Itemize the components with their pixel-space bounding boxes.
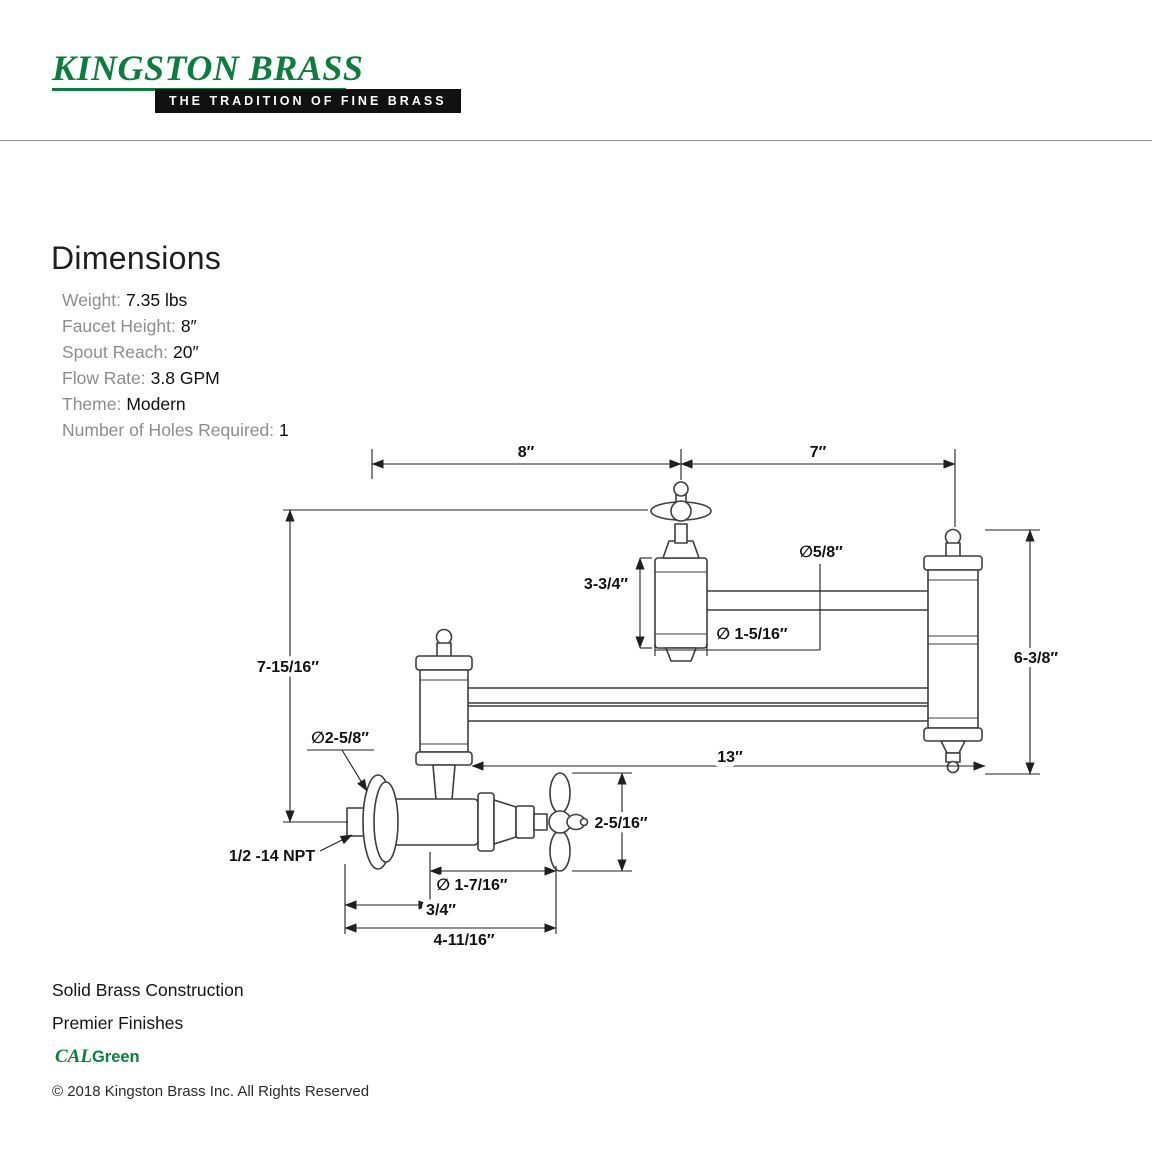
left-swing-joint: [415, 628, 473, 801]
dim-label-2-5-8in: ∅2-5/8″: [311, 730, 369, 747]
spec-row-holes: Number of Holes Required:1: [62, 417, 289, 443]
dim-label-1-7-16in: ∅ 1-7/16″: [436, 877, 508, 894]
spec-row-theme: Theme:Modern: [62, 391, 289, 417]
calgreen-green: Green: [91, 1048, 140, 1066]
lower-spout-pipe-bottom: [443, 705, 945, 722]
spec-value: 1: [279, 420, 289, 440]
dim-label-7in: 7″: [810, 444, 827, 461]
dim-label-3-4in: 3/4″: [426, 902, 456, 919]
page-title: Dimensions: [51, 240, 222, 276]
feature-premier-finishes: Premier Finishes: [52, 1013, 184, 1033]
dim-label-7-15-16in: 7-15/16″: [257, 659, 319, 676]
spec-row-faucet-height: Faucet Height:8″: [62, 313, 289, 339]
spec-label: Faucet Height:: [62, 316, 176, 336]
dim-label-8in: 8″: [518, 444, 535, 461]
upper-valve-body: [650, 481, 712, 662]
spec-label: Spout Reach:: [62, 342, 169, 362]
spec-value: 8″: [180, 316, 197, 336]
dimension-labels: 8″ 7″ ∅5/8″ 3-3/4″ ∅ 1-5/16″ 6-3/8″ 7-15…: [224, 440, 1063, 954]
spec-row-flow-rate: Flow Rate:3.8 GPM: [62, 365, 289, 391]
calgreen-cal: CAL: [55, 1046, 92, 1067]
spec-label: Weight:: [62, 290, 122, 310]
header-divider: [0, 140, 1152, 141]
cross-handle-top: [650, 481, 712, 522]
copyright-text: © 2018 Kingston Brass Inc. All Rights Re…: [52, 1083, 370, 1100]
calgreen-badge: CALGreen: [55, 1046, 140, 1068]
feature-solid-brass: Solid Brass Construction: [52, 980, 244, 1000]
dim-label-4-11-16in: 4-11/16″: [433, 932, 494, 949]
faucet-drawing: [346, 481, 983, 872]
dim-label-npt: 1/2 -14 NPT: [229, 848, 315, 865]
cross-handle-side: [548, 772, 589, 872]
dimension-lines: [283, 449, 1040, 934]
dim-label-1-5-16in: ∅ 1-5/16″: [716, 626, 788, 643]
spec-row-spout-reach: Spout Reach:20″: [62, 339, 289, 365]
brand-logo: KINGSTON BRASS: [52, 48, 364, 88]
spec-value: 7.35 lbs: [126, 290, 188, 310]
wall-mount-valve: [346, 772, 589, 872]
spec-value: 20″: [173, 342, 199, 362]
spec-label: Number of Holes Required:: [62, 420, 275, 440]
spec-label: Theme:: [62, 394, 122, 414]
dim-label-6-3-8in: 6-3/8″: [1014, 650, 1058, 667]
spec-row-weight: Weight:7.35 lbs: [62, 287, 289, 313]
spec-value: Modern: [126, 394, 186, 414]
right-swing-joint: [923, 528, 983, 774]
dim-label-13in: 13″: [717, 749, 743, 766]
brand-tagline-bar: THE TRADITION OF FINE BRASS: [155, 89, 461, 113]
lower-spout-pipe-top: [443, 687, 945, 704]
dim-label-5-8in: ∅5/8″: [799, 544, 843, 561]
spec-value: 3.8 GPM: [150, 368, 220, 388]
spec-list: Weight:7.35 lbs Faucet Height:8″ Spout R…: [62, 287, 289, 443]
dim-label-3-3-4in: 3-3/4″: [584, 576, 628, 593]
dim-label-2-5-16in: 2-5/16″: [594, 815, 647, 832]
spec-label: Flow Rate:: [62, 368, 146, 388]
